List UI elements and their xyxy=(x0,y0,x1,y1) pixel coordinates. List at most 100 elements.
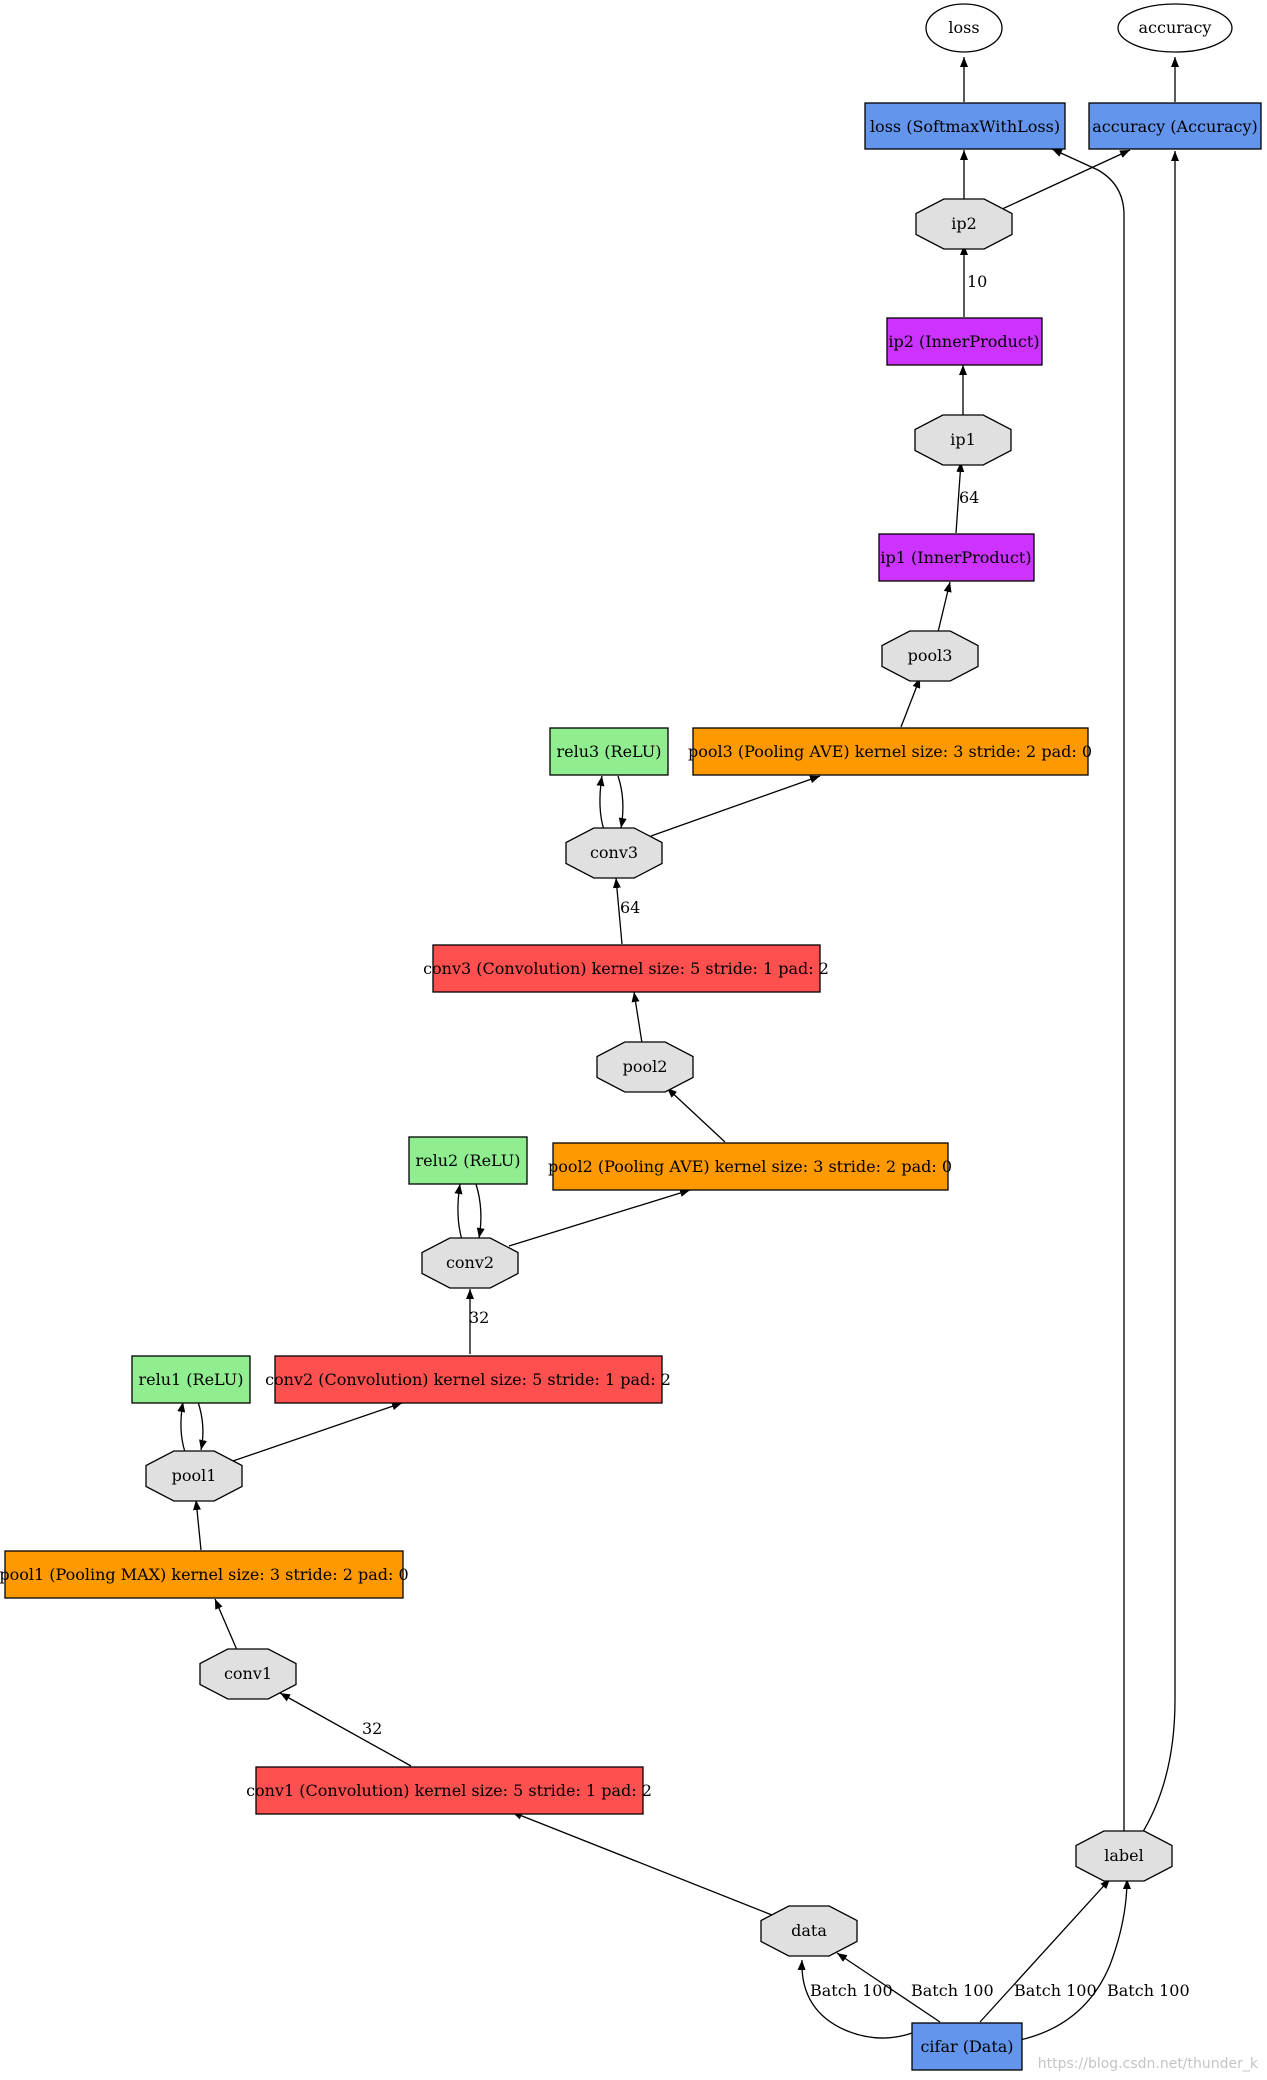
edge-pool1-to-conv2-layer xyxy=(229,1402,403,1463)
pool2-layer-label: pool2 (Pooling AVE) kernel size: 3 strid… xyxy=(548,1157,952,1176)
edge-conv2-to-pool2-layer xyxy=(508,1189,691,1247)
edge-cifar-to-label-2 xyxy=(1019,1878,1131,2041)
ip1-blob-label: ip1 xyxy=(950,430,976,449)
relu2-layer-node[interactable]: relu2 (ReLU) xyxy=(408,1136,528,1185)
accuracy-layer-label: accuracy (Accuracy) xyxy=(1092,117,1258,136)
pool1-blob-label: pool1 xyxy=(172,1466,217,1485)
watermark-text: https://blog.csdn.net/thunder_k xyxy=(1038,2056,1259,2072)
conv3-layer-shape xyxy=(432,944,821,993)
relu2-layer-shape xyxy=(408,1136,528,1185)
ip2-blob-node[interactable]: ip2 xyxy=(915,198,1013,250)
conv2-layer-node[interactable]: conv2 (Convolution) kernel size: 5 strid… xyxy=(265,1355,671,1404)
loss-output-shape xyxy=(925,3,1003,53)
conv1-layer-shape xyxy=(255,1766,644,1815)
ip1-layer-shape xyxy=(878,533,1035,582)
pool2-blob-label: pool2 xyxy=(623,1057,668,1076)
edge-relu2-to-conv2 xyxy=(475,1183,485,1239)
edge-pool1-to-relu1 xyxy=(177,1401,186,1453)
edge-pool2-layer-to-pool2 xyxy=(666,1087,726,1143)
accuracy-output-node[interactable]: accuracy xyxy=(1117,3,1233,53)
edge-label-to-loss-layer xyxy=(1051,148,1125,1832)
conv3-layer-label: conv3 (Convolution) kernel size: 5 strid… xyxy=(423,959,829,978)
conv1-blob-label: conv1 xyxy=(224,1664,272,1683)
ip1-blob-node[interactable]: ip1 xyxy=(914,414,1012,466)
conv1-blob-node[interactable]: conv1 xyxy=(199,1648,297,1700)
cifar-layer-label: cifar (Data) xyxy=(920,2037,1013,2056)
conv2-layer-label: conv2 (Convolution) kernel size: 5 strid… xyxy=(265,1370,671,1389)
edge-label-cifar-label-1: Batch 100 xyxy=(1014,1981,1097,2000)
conv3-layer-node[interactable]: conv3 (Convolution) kernel size: 5 strid… xyxy=(423,944,829,993)
conv2-blob-node[interactable]: conv2 xyxy=(421,1237,519,1289)
edge-relu3-to-conv3 xyxy=(617,775,627,829)
pool2-blob-node[interactable]: pool2 xyxy=(596,1041,694,1093)
edge-label-cifar-label-2: Batch 100 xyxy=(1107,1981,1190,2000)
edge-conv3-layer-to-conv3 xyxy=(612,877,623,945)
pool1-blob-node[interactable]: pool1 xyxy=(145,1450,243,1502)
edge-relu1-to-pool1 xyxy=(197,1401,207,1451)
edge-pool1-layer-to-pool1 xyxy=(193,1499,202,1551)
conv2-blob-shape xyxy=(421,1237,519,1289)
loss-layer-node[interactable]: loss (SoftmaxWithLoss) xyxy=(864,102,1066,150)
loss-layer-label: loss (SoftmaxWithLoss) xyxy=(870,117,1060,136)
edge-pool2-to-conv3-layer xyxy=(631,991,643,1044)
conv3-blob-shape xyxy=(565,827,663,879)
edge-cifar-to-label-1 xyxy=(979,1878,1111,2023)
ip1-layer-node[interactable]: ip1 (InnerProduct) xyxy=(878,533,1035,582)
data-blob-shape xyxy=(760,1905,858,1957)
label-blob-label: label xyxy=(1104,1846,1143,1865)
loss-output-node[interactable]: loss xyxy=(925,3,1003,53)
ip1-layer-label: ip1 (InnerProduct) xyxy=(880,548,1031,567)
relu2-layer-label: relu2 (ReLU) xyxy=(415,1151,520,1170)
edge-pool3-to-ip1-layer xyxy=(937,581,952,633)
ip1-blob-shape xyxy=(914,414,1012,466)
data-blob-label: data xyxy=(791,1921,827,1940)
edge-label-conv2-out: 32 xyxy=(469,1308,489,1327)
relu3-layer-label: relu3 (ReLU) xyxy=(556,742,661,761)
conv2-layer-shape xyxy=(274,1355,663,1404)
edge-label-ip1-out: 64 xyxy=(959,488,979,507)
edge-conv1-layer-to-conv1 xyxy=(279,1692,412,1767)
accuracy-layer-node[interactable]: accuracy (Accuracy) xyxy=(1088,102,1262,150)
conv3-blob-label: conv3 xyxy=(590,843,638,862)
edges xyxy=(177,57,1179,2041)
pool1-blob-shape xyxy=(145,1450,243,1502)
conv2-blob-label: conv2 xyxy=(446,1253,494,1272)
conv1-layer-node[interactable]: conv1 (Convolution) kernel size: 5 strid… xyxy=(246,1766,652,1815)
cifar-layer-node[interactable]: cifar (Data) xyxy=(911,2022,1023,2071)
loss-output-label: loss xyxy=(948,18,979,37)
pool2-layer-shape xyxy=(552,1142,949,1191)
relu1-layer-node[interactable]: relu1 (ReLU) xyxy=(131,1355,251,1404)
pool1-layer-label: pool1 (Pooling MAX) kernel size: 3 strid… xyxy=(0,1565,409,1584)
label-blob-node[interactable]: label xyxy=(1075,1830,1173,1882)
pool1-layer-node[interactable]: pool1 (Pooling MAX) kernel size: 3 strid… xyxy=(0,1550,409,1599)
edge-pool3-layer-to-pool3 xyxy=(900,677,921,728)
edge-ip1-layer-to-ip1 xyxy=(955,461,965,534)
cifar-layer-shape xyxy=(911,2022,1023,2071)
edge-cifar-to-data-1 xyxy=(797,1959,916,2039)
ip2-layer-node[interactable]: ip2 (InnerProduct) xyxy=(886,317,1043,366)
pool2-layer-node[interactable]: pool2 (Pooling AVE) kernel size: 3 strid… xyxy=(548,1142,952,1191)
conv3-blob-node[interactable]: conv3 xyxy=(565,827,663,879)
pool3-blob-shape xyxy=(881,630,979,682)
edge-cifar-to-data-2 xyxy=(836,1952,941,2023)
pool3-layer-label: pool3 (Pooling AVE) kernel size: 3 strid… xyxy=(688,742,1092,761)
pool3-layer-shape xyxy=(692,727,1089,776)
edge-labels: 10 64 64 32 32 Batch 100 Batch 100 Batch… xyxy=(362,272,1190,2000)
relu3-layer-node[interactable]: relu3 (ReLU) xyxy=(549,727,669,776)
ip2-layer-label: ip2 (InnerProduct) xyxy=(888,332,1039,351)
edge-label-ip2-out: 10 xyxy=(967,272,987,291)
ip2-layer-shape xyxy=(886,317,1043,366)
data-blob-node[interactable]: data xyxy=(760,1905,858,1957)
edge-label-cifar-data-1: Batch 100 xyxy=(810,1981,893,2000)
label-blob-shape xyxy=(1075,1830,1173,1882)
pool3-blob-node[interactable]: pool3 xyxy=(881,630,979,682)
nodes: loss accuracy loss (SoftmaxWithLoss) acc… xyxy=(0,3,1262,2071)
pool3-layer-node[interactable]: pool3 (Pooling AVE) kernel size: 3 strid… xyxy=(688,727,1092,776)
relu1-layer-label: relu1 (ReLU) xyxy=(138,1370,243,1389)
ip2-blob-label: ip2 xyxy=(951,214,977,233)
accuracy-output-shape xyxy=(1117,3,1233,53)
edge-label-conv1-out: 32 xyxy=(362,1719,382,1738)
edge-conv3-to-relu3 xyxy=(596,775,605,831)
relu3-layer-shape xyxy=(549,727,669,776)
